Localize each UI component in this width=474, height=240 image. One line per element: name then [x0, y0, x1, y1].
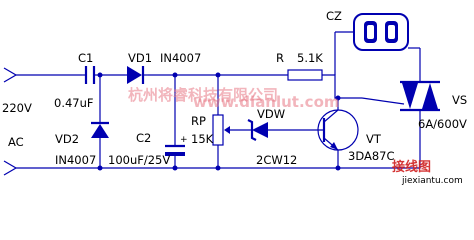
watermarks: 杭州将睿科技有限公司 www.dianlut.com 接线图 jiexiantu… [128, 86, 463, 186]
svg-text:+: + [180, 135, 188, 145]
label-rp-value: 15K [191, 132, 214, 146]
label-c2-value: 100uF/25V [108, 153, 170, 167]
watermark-url: www.dianlut.com [193, 93, 340, 111]
label-c1-value: 0.47uF [54, 96, 94, 110]
component-labels: CZ C1 VD1 IN4007 R 5.1K 0.47uF 220V AC V… [2, 9, 467, 167]
label-220v: 220V [2, 101, 32, 115]
ac-input-terminals [3, 67, 18, 176]
potentiometer-rp [212, 114, 230, 146]
capacitor-c2: + [165, 135, 188, 156]
label-vdw: VDW [257, 107, 285, 121]
capacitor-c1 [82, 66, 98, 84]
diode-vd1 [125, 66, 148, 84]
label-ac: AC [8, 135, 24, 149]
label-vd2-type: IN4007 [55, 153, 96, 167]
diode-vd2 [91, 120, 109, 138]
junctions [97, 72, 341, 171]
label-vdw-type: 2CW12 [256, 153, 297, 167]
label-c2: C2 [136, 131, 151, 145]
label-vs-rating: 6A/600V [418, 117, 467, 131]
watermark-company: 杭州将睿科技有限公司 [128, 86, 278, 104]
watermark-corner-cn: 接线图 [392, 159, 431, 175]
circuit-schematic: + [2, 9, 467, 186]
watermark-corner-url: jiexiantu.com [401, 176, 463, 186]
label-c1: C1 [78, 51, 93, 65]
label-r-value: 5.1K [297, 51, 323, 65]
resistor-r [287, 69, 323, 81]
label-vs: VS [452, 93, 467, 107]
label-vt: VT [366, 132, 382, 146]
zener-vdw [247, 119, 286, 141]
triac-vs [361, 80, 440, 112]
label-vd1-type: IN4007 [160, 51, 201, 65]
label-rp: RP [191, 114, 206, 128]
transistor-vt [317, 109, 359, 151]
label-vd2: VD2 [55, 132, 79, 146]
label-cz: CZ [326, 9, 342, 23]
label-r: R [276, 51, 284, 65]
label-vt-type: 3DA87C [348, 149, 395, 163]
label-vd1: VD1 [128, 51, 152, 65]
socket-cz [334, 13, 409, 75]
